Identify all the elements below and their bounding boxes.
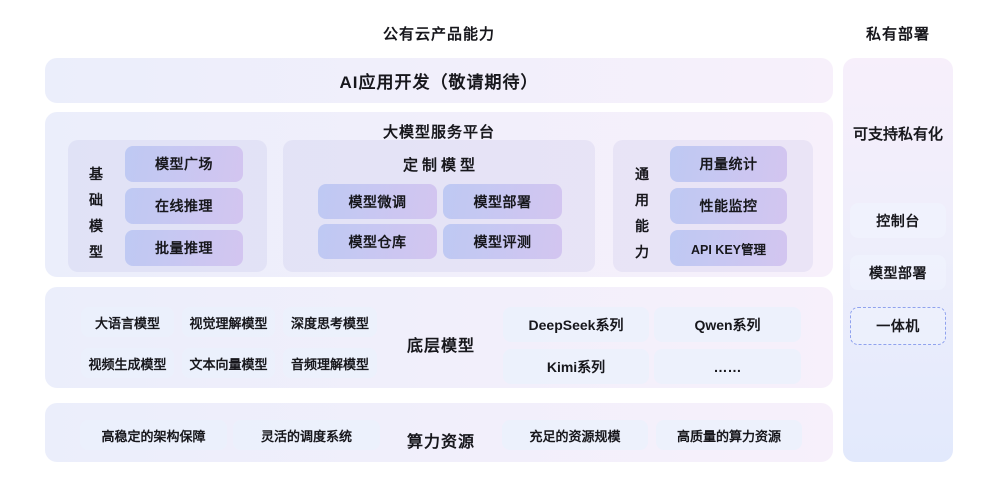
all-in-one-machine-box: 一体机: [850, 307, 946, 345]
console-box: 控制台: [850, 203, 946, 238]
vlabel-char: 基: [89, 166, 103, 182]
general-capabilities-vertical-label: 通 用 能 力: [634, 161, 650, 265]
vlabel-char: 通: [635, 166, 649, 182]
vlabel-char: 型: [89, 244, 103, 260]
chip-sufficient-resources: 充足的资源规模: [502, 420, 648, 450]
pill-online-inference: 在线推理: [125, 188, 243, 224]
pill-model-eval: 模型评测: [443, 224, 562, 259]
group-general-capabilities: 通 用 能 力 用量统计 性能监控 API KEY管理: [613, 140, 813, 272]
chip-large-language-model: 大语言模型: [81, 307, 174, 337]
pill-performance-monitor: 性能监控: [670, 188, 787, 224]
chip-audio-understanding-model: 音频理解模型: [283, 348, 377, 378]
public-cloud-title: 公有云产品能力: [382, 26, 495, 43]
ai-app-band: AI应用开发（敬请期待）: [45, 58, 833, 103]
vlabel-char: 力: [635, 244, 649, 260]
foundation-pill-list: 模型广场 在线推理 批量推理: [125, 146, 243, 266]
compute-resources-band: 高稳定的架构保障 灵活的调度系统 算力资源 充足的资源规模 高质量的算力资源: [45, 403, 833, 462]
chip-stable-architecture: 高稳定的架构保障: [80, 420, 227, 450]
chip-video-generation-model: 视频生成模型: [81, 348, 174, 378]
chip-kimi-series: Kimi系列: [503, 349, 649, 384]
group-custom-models: 定制模型 模型微调 模型部署 模型仓库 模型评测: [283, 140, 595, 272]
chip-qwen-series: Qwen系列: [654, 307, 801, 342]
group-foundation-models: 基 础 模 型 模型广场 在线推理 批量推理: [68, 140, 267, 272]
pill-model-repo: 模型仓库: [318, 224, 437, 259]
base-models-label: 底层模型: [406, 338, 475, 355]
vlabel-char: 础: [89, 192, 103, 208]
chip-vision-understanding-model: 视觉理解模型: [182, 307, 275, 337]
custom-models-pill-grid: 模型微调 模型部署 模型仓库 模型评测: [318, 184, 562, 259]
vlabel-char: 用: [635, 192, 649, 208]
chip-more-models: ……: [654, 349, 801, 384]
pill-model-finetune: 模型微调: [318, 184, 437, 219]
private-deployment-column: 可支持私有化 控制台 模型部署 一体机: [843, 58, 953, 462]
pill-batch-inference: 批量推理: [125, 230, 243, 266]
compute-resources-label: 算力资源: [406, 434, 475, 451]
chip-deepseek-series: DeepSeek系列: [503, 307, 649, 342]
chip-flexible-scheduling: 灵活的调度系统: [233, 420, 380, 450]
pill-model-square: 模型广场: [125, 146, 243, 182]
foundation-models-vertical-label: 基 础 模 型: [88, 161, 104, 265]
base-models-band: 大语言模型 视觉理解模型 深度思考模型 视频生成模型 文本向量模型 音频理解模型…: [45, 287, 833, 388]
vlabel-char: 模: [89, 218, 103, 234]
general-pill-list: 用量统计 性能监控 API KEY管理: [670, 146, 787, 266]
pill-usage-stats: 用量统计: [670, 146, 787, 182]
custom-models-title: 定制模型: [402, 157, 479, 174]
ai-app-label: AI应用开发（敬请期待）: [339, 73, 539, 92]
vlabel-char: 能: [635, 218, 649, 234]
model-deploy-box: 模型部署: [850, 255, 946, 290]
chip-text-embedding-model: 文本向量模型: [182, 348, 275, 378]
private-deploy-title: 私有部署: [865, 26, 930, 43]
platform-title: 大模型服务平台: [382, 124, 495, 141]
model-service-platform-band: 大模型服务平台 基 础 模 型 模型广场 在线推理 批量推理 定制模型 模型微调…: [45, 112, 833, 277]
chip-deep-thinking-model: 深度思考模型: [283, 307, 377, 337]
pill-api-key-management: API KEY管理: [670, 230, 787, 266]
private-support-title: 可支持私有化: [852, 126, 943, 143]
chip-high-quality-compute: 高质量的算力资源: [656, 420, 802, 450]
pill-model-deploy: 模型部署: [443, 184, 562, 219]
